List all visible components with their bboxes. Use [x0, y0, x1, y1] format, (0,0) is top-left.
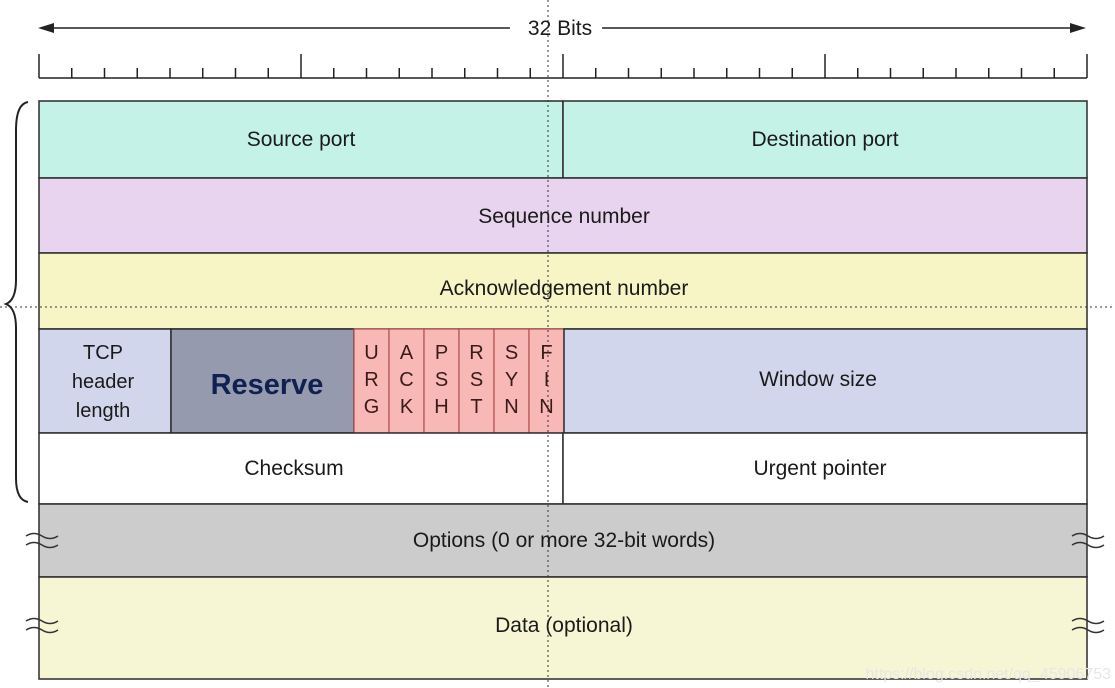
flag-letter-psh: H	[434, 396, 448, 418]
flag-letter-urg: U	[364, 342, 378, 364]
bits-label: 32 Bits	[528, 17, 592, 40]
flag-letter-syn: Y	[505, 369, 518, 391]
bits-width-arrow: 32 Bits	[38, 17, 1086, 40]
destination-port-cell	[562, 100, 1088, 179]
flag-letter-psh: S	[435, 369, 448, 391]
destination-port-label: Destination port	[751, 128, 898, 151]
sequence-number-label: Sequence number	[478, 205, 650, 228]
flag-letter-fin: F	[540, 342, 552, 364]
flag-letter-rst: S	[470, 369, 483, 391]
data-label: Data (optional)	[495, 614, 633, 637]
break-marker-options-left	[25, 532, 59, 549]
sequence-number-cell	[38, 177, 1088, 254]
flag-letter-rst: R	[469, 342, 483, 364]
options-label: Options (0 or more 32-bit words)	[413, 529, 715, 552]
ack-number-label: Acknowledgement number	[440, 277, 689, 300]
urgent-pointer-cell	[562, 432, 1088, 505]
header-brace	[3, 101, 29, 503]
ack-number-cell	[38, 252, 1088, 330]
flag-letter-fin: N	[539, 396, 553, 418]
arrow-right-head	[1070, 23, 1086, 33]
options-cell	[38, 503, 1088, 578]
header-length-line-2: header	[72, 371, 135, 393]
flag-letter-syn: N	[504, 396, 518, 418]
header-length-line-1: TCP	[83, 342, 123, 364]
break-marker-data-left	[25, 617, 59, 634]
flag-cell-ack	[388, 328, 425, 434]
flag-letter-fin: I	[544, 369, 550, 391]
data-cell	[38, 576, 1088, 680]
source-port-cell	[38, 100, 564, 179]
flag-letter-ack: K	[400, 396, 414, 418]
flag-letter-rst: T	[470, 396, 482, 418]
source-port-label: Source port	[247, 128, 356, 151]
flag-cell-urg	[353, 328, 390, 434]
flag-letter-psh: P	[435, 342, 448, 364]
flag-letter-ack: A	[400, 342, 414, 364]
header-length-line-3: length	[76, 400, 131, 422]
reserve-cell	[170, 328, 355, 434]
flag-cell-psh	[423, 328, 460, 434]
break-marker-options-right	[1071, 532, 1105, 549]
flag-letter-urg: R	[364, 369, 378, 391]
flag-letter-urg: G	[364, 396, 380, 418]
header-length-cell	[38, 328, 172, 434]
checksum-cell	[38, 432, 564, 505]
window-size-label: Window size	[759, 368, 877, 391]
window-size-cell	[563, 328, 1088, 434]
watermark-text: https://blog.csdn.net/qq_45906753	[865, 666, 1111, 683]
arrow-left-head	[38, 23, 54, 33]
flag-letter-ack: C	[399, 369, 413, 391]
reserve-label: Reserve	[211, 369, 324, 401]
flag-cell-fin	[528, 328, 565, 434]
bit-ruler	[38, 54, 1088, 79]
break-marker-data-right	[1071, 617, 1105, 634]
checksum-label: Checksum	[244, 457, 343, 480]
urgent-pointer-label: Urgent pointer	[753, 457, 886, 480]
flag-letter-syn: S	[505, 342, 518, 364]
